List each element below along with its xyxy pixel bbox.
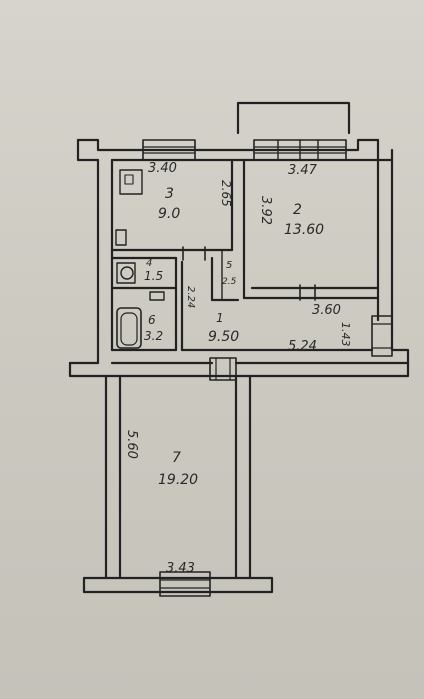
walls — [68, 101, 410, 597]
closet-area: 2.5 — [222, 277, 237, 287]
room2-width: 3.47 — [288, 163, 318, 178]
room2-number: 2 — [293, 202, 302, 218]
room7-number: 7 — [172, 450, 181, 466]
closet-walls — [210, 256, 240, 302]
hall-length: 5.24 — [288, 339, 317, 354]
outer-wall-top — [76, 138, 380, 152]
room2-bottom: 3.60 — [312, 303, 341, 318]
hall-area: 9.50 — [208, 329, 239, 345]
hall-number: 1 — [216, 311, 224, 325]
room3-area: 9.0 — [158, 206, 180, 222]
bathtub — [116, 307, 142, 349]
window-room7 — [159, 571, 211, 597]
window-room3 — [142, 139, 196, 161]
bath-number: 6 — [148, 313, 156, 327]
window-right — [371, 315, 393, 357]
sink — [115, 229, 127, 246]
closet-number: 5 — [226, 260, 232, 271]
vent — [149, 291, 165, 301]
toilet-bowl — [120, 266, 134, 280]
right-side: 1.43 — [339, 322, 352, 347]
labels: 3.40 3.47 3 9.0 2.65 3.92 2 13.60 4 1.5 … — [124, 161, 352, 576]
toilet-tank — [116, 262, 136, 284]
room2-depth: 3.92 — [258, 196, 273, 225]
room7-width: 3.43 — [166, 561, 195, 576]
entrance-door — [209, 357, 237, 381]
outer-wall-bottom — [68, 348, 374, 365]
room7-area: 19.20 — [158, 472, 198, 488]
bath-area: 3.2 — [144, 329, 163, 343]
room3-width: 3.40 — [148, 161, 177, 176]
room2-area: 13.60 — [284, 222, 324, 238]
room3-number: 3 — [165, 186, 174, 202]
room3-depth: 2.65 — [219, 180, 233, 207]
balcony-top — [236, 101, 351, 135]
room7-walls — [104, 374, 252, 580]
wc-number: 4 — [146, 258, 152, 269]
room7-length: 5.60 — [124, 430, 139, 459]
stove — [119, 169, 143, 195]
hall-depth: 2.24 — [185, 286, 196, 308]
wc-area: 1.5 — [144, 269, 163, 283]
